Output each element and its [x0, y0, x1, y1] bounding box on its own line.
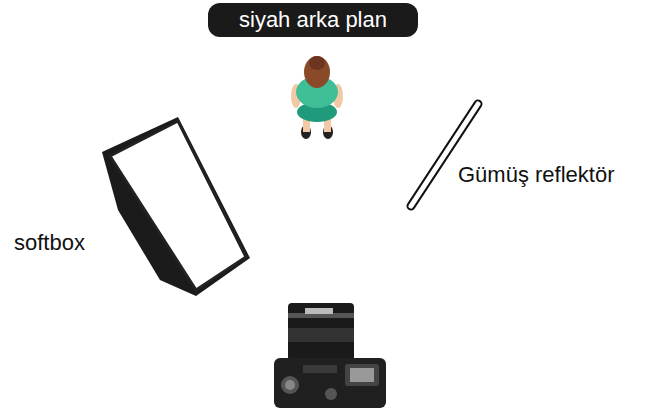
silver-reflector: [411, 104, 478, 206]
camera: [274, 303, 386, 408]
backdrop-band: siyah arka plan: [208, 3, 418, 37]
backdrop-label: siyah arka plan: [226, 7, 400, 33]
softbox-light: [102, 117, 250, 296]
equipment-label: softbox: [14, 230, 85, 256]
equipment-label: Gümüş reflektör: [458, 162, 615, 188]
model-figure: [291, 56, 343, 139]
